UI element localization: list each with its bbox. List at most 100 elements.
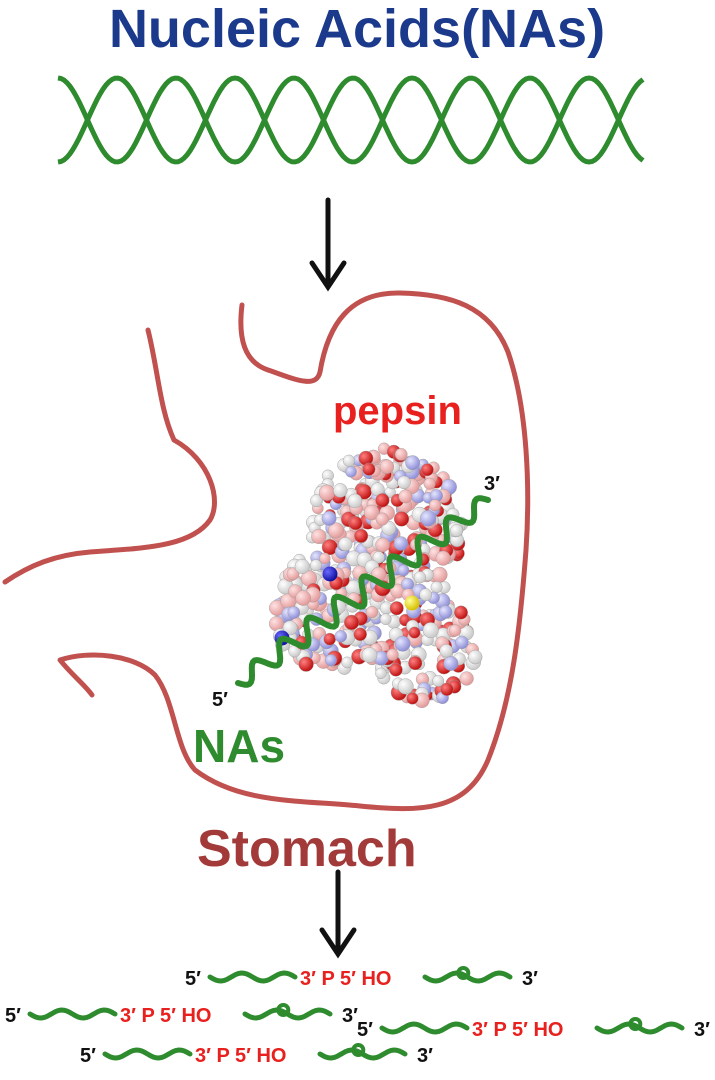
fragment-strand bbox=[379, 1021, 470, 1035]
fragment-5prime-label: 5′ bbox=[5, 1005, 21, 1027]
protein-atom bbox=[310, 494, 323, 508]
fragment-loop bbox=[351, 1043, 366, 1057]
fragment-3prime-label: 3′ bbox=[694, 1019, 710, 1041]
protein-atom bbox=[393, 511, 410, 527]
protein-atom bbox=[435, 550, 451, 566]
title: Nucleic Acids(NAs) bbox=[109, 0, 605, 59]
protein-atom bbox=[333, 483, 348, 498]
protein-atom bbox=[422, 622, 439, 639]
protein-atom bbox=[413, 571, 427, 584]
fragment-loop bbox=[276, 1003, 291, 1017]
stomach-outline bbox=[2, 290, 531, 812]
protein-atom bbox=[397, 678, 414, 695]
fragment-cleavage-label: 3′ P 5′ HO bbox=[195, 1045, 286, 1067]
fragment-3prime-label: 3′ bbox=[522, 968, 538, 990]
dna-double-helix bbox=[57, 75, 645, 165]
protein-atom bbox=[393, 536, 409, 551]
protein-atom bbox=[322, 566, 338, 582]
protein-atom bbox=[345, 465, 357, 478]
strand-3prime-label: 3′ bbox=[484, 473, 500, 495]
protein-atom bbox=[353, 627, 367, 641]
protein-atom bbox=[405, 455, 420, 471]
protein-atom bbox=[319, 552, 331, 565]
protein-atom bbox=[455, 635, 469, 650]
fragment-strand bbox=[207, 970, 298, 984]
protein-atom bbox=[419, 588, 433, 602]
protein-atom bbox=[394, 448, 408, 461]
protein-atom bbox=[397, 564, 410, 577]
fragment-loop bbox=[456, 966, 471, 980]
protein-atom bbox=[318, 484, 336, 501]
protein-atom bbox=[361, 647, 378, 663]
fragment-strand bbox=[27, 1007, 118, 1021]
protein-atom bbox=[348, 516, 363, 531]
protein-atom bbox=[408, 626, 421, 639]
protein-atom bbox=[354, 528, 369, 543]
protein-atom bbox=[408, 656, 423, 671]
protein-atom bbox=[309, 559, 322, 572]
protein-atom bbox=[363, 504, 380, 521]
stomach-body bbox=[57, 290, 531, 812]
protein-atom bbox=[404, 595, 420, 611]
nucleic-acid-strand bbox=[235, 495, 491, 688]
pepsin-label: pepsin bbox=[333, 389, 462, 433]
protein-atom bbox=[379, 459, 395, 474]
protein-atom bbox=[389, 663, 403, 677]
fragment-cleavage-label: 3′ P 5′ HO bbox=[120, 1005, 211, 1027]
protein-atom bbox=[298, 656, 314, 672]
protein-atom bbox=[420, 463, 434, 477]
arrow-down-2 bbox=[319, 869, 357, 959]
protein-atom bbox=[431, 566, 448, 583]
protein-atom bbox=[389, 601, 404, 616]
protein-atom bbox=[295, 590, 311, 606]
fragment-3prime-label: 3′ bbox=[342, 1005, 358, 1027]
fragment-5prime-label: 5′ bbox=[185, 968, 201, 990]
strand-5prime-label: 5′ bbox=[212, 689, 228, 711]
protein-atom bbox=[344, 614, 360, 631]
protein-atom bbox=[287, 606, 301, 619]
stomach-left-curve bbox=[2, 437, 217, 585]
protein-atom bbox=[372, 551, 385, 564]
helix-strand-a bbox=[57, 75, 645, 165]
protein-atom bbox=[323, 632, 336, 646]
protein-atom bbox=[386, 648, 399, 661]
protein-atom bbox=[398, 489, 413, 504]
protein-atom bbox=[365, 605, 379, 619]
protein-atom bbox=[423, 477, 436, 490]
fragment-3prime-label: 3′ bbox=[417, 1045, 433, 1067]
protein-atom bbox=[342, 454, 355, 467]
protein-atom bbox=[397, 475, 411, 490]
protein-atom bbox=[440, 682, 454, 696]
protein-atom bbox=[321, 511, 337, 526]
fragment-cleavage-label: 3′ P 5′ HO bbox=[300, 968, 391, 990]
fragment-5prime-label: 5′ bbox=[357, 1019, 373, 1041]
protein-atom bbox=[429, 499, 442, 512]
fragment-cleavage-label: 3′ P 5′ HO bbox=[472, 1019, 563, 1041]
fragment-5prime-label: 5′ bbox=[80, 1045, 96, 1067]
protein-atom bbox=[443, 656, 459, 671]
protein-atom bbox=[406, 692, 419, 705]
protein-atom bbox=[430, 581, 443, 594]
protein-atom bbox=[282, 620, 298, 636]
protein-atom bbox=[375, 667, 387, 679]
stomach-label: Stomach bbox=[197, 820, 417, 878]
protein-atom bbox=[439, 644, 453, 658]
helix-strand-b bbox=[57, 75, 645, 165]
protein-atom bbox=[394, 635, 411, 652]
protein-atom bbox=[334, 630, 347, 643]
protein-atom bbox=[311, 528, 327, 545]
protein-atom bbox=[449, 624, 462, 637]
protein-atom bbox=[347, 493, 363, 509]
arrow-down-1 bbox=[309, 197, 347, 292]
protein-atom bbox=[379, 613, 392, 626]
protein-atom bbox=[468, 649, 483, 665]
protein-atom bbox=[438, 605, 453, 619]
protein-atom bbox=[294, 558, 310, 574]
protein-atom bbox=[454, 605, 468, 620]
protein-atom bbox=[328, 522, 345, 539]
protein-atom bbox=[459, 671, 474, 686]
protein-atom bbox=[375, 493, 390, 508]
protein-atom bbox=[362, 462, 376, 476]
